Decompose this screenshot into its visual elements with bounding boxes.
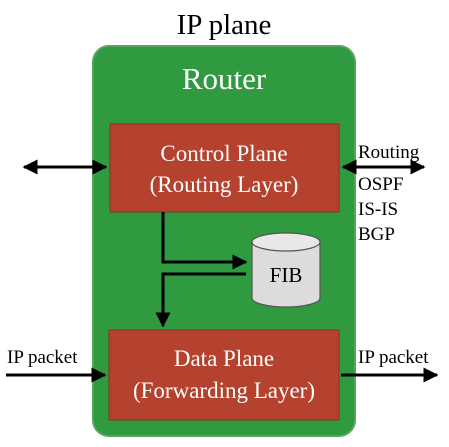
data-plane-box xyxy=(108,329,340,421)
data-plane-sublabel: (Forwarding Layer) xyxy=(133,378,315,403)
router-label: Router xyxy=(182,61,267,96)
control-plane-label: Control Plane xyxy=(160,141,287,166)
routing-protocol-ospf: OSPF xyxy=(358,174,403,195)
control-plane-sublabel: (Routing Layer) xyxy=(150,172,299,197)
routing-protocol-isis: IS-IS xyxy=(358,199,398,220)
fib-to-data-arrow xyxy=(155,272,246,328)
control-plane-box xyxy=(109,123,340,213)
routing-protocol-bgp: BGP xyxy=(358,224,395,245)
ip-packet-in-label: IP packet xyxy=(7,347,78,368)
fib-label: FIB xyxy=(270,263,303,287)
fib-database-icon xyxy=(251,232,321,308)
ip-packet-out-label: IP packet xyxy=(358,347,429,368)
routing-heading: Routing xyxy=(358,142,420,163)
plane-title: IP plane xyxy=(177,9,272,41)
data-plane-label: Data Plane xyxy=(174,346,274,371)
control-to-fib-arrow xyxy=(161,212,248,270)
